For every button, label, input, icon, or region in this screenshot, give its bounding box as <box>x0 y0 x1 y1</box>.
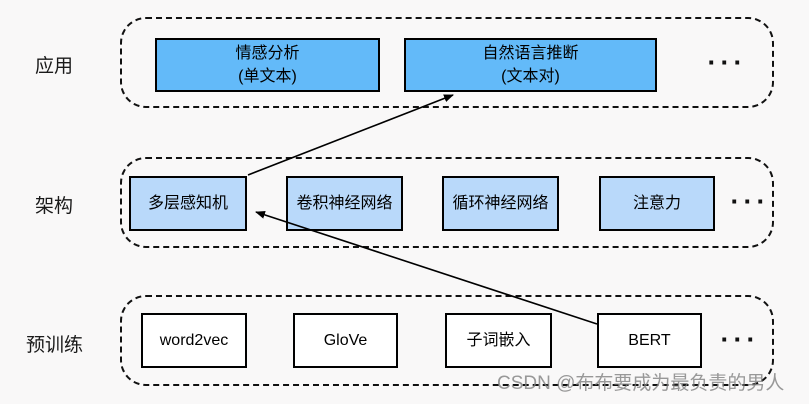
pretraining-ellipsis: ··· <box>720 324 760 355</box>
row-label-architectures: 架构 <box>35 196 74 217</box>
applications-ellipsis: ··· <box>707 47 747 78</box>
box-nli-line1: 自然语言推断 <box>482 45 579 62</box>
box-attention-label: 注意力 <box>632 195 681 212</box>
box-glove: GloVe <box>293 313 398 368</box>
box-mlp-label: 多层感知机 <box>147 195 228 212</box>
box-cnn: 卷积神经网络 <box>286 176 403 231</box>
box-mlp: 多层感知机 <box>129 176 247 231</box>
architectures-ellipsis: ··· <box>730 186 770 217</box>
box-attention: 注意力 <box>599 176 715 231</box>
box-bert-label: BERT <box>628 332 671 349</box>
box-rnn-label: 循环神经网络 <box>452 195 549 212</box>
box-bert: BERT <box>597 313 702 368</box>
box-subword-embedding: 子词嵌入 <box>445 313 552 368</box>
box-sentiment-analysis-line1: 情感分析 <box>235 45 300 62</box>
box-sentiment-analysis: 情感分析 (单文本) <box>155 38 380 92</box>
csdn-watermark: CSDN @布布要成为最负责的男人 <box>497 373 785 394</box>
box-word2vec-label: word2vec <box>159 332 229 349</box>
box-sentiment-analysis-line2: (单文本) <box>238 68 297 85</box>
box-nli-line2: (文本对) <box>501 68 560 85</box>
box-subword-embedding-label: 子词嵌入 <box>466 332 531 349</box>
box-natural-language-inference: 自然语言推断 (文本对) <box>404 38 657 92</box>
box-word2vec: word2vec <box>141 313 247 368</box>
box-cnn-label: 卷积神经网络 <box>296 195 393 212</box>
box-glove-label: GloVe <box>323 332 368 349</box>
box-rnn: 循环神经网络 <box>442 176 559 231</box>
row-label-pretraining: 预训练 <box>26 335 84 356</box>
row-label-applications: 应用 <box>35 56 74 77</box>
